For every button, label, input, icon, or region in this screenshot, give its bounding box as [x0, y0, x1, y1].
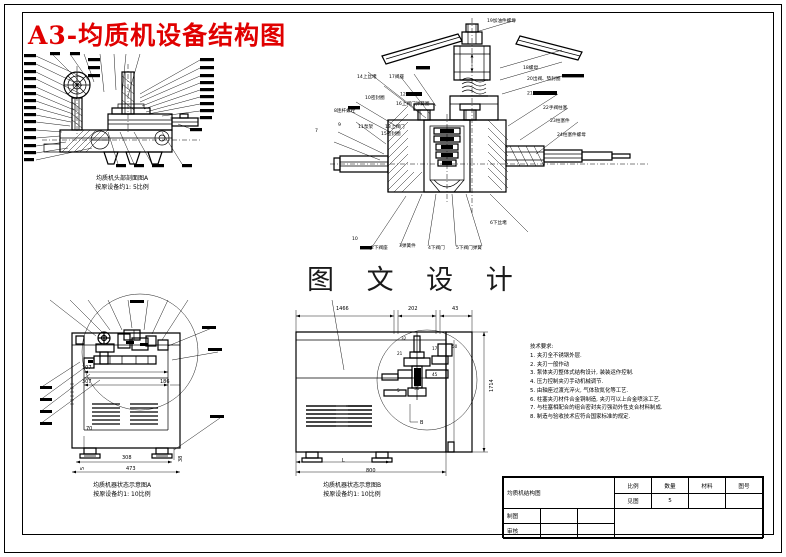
dim-detail-36: 36 [414, 386, 420, 391]
title-block-value-material [688, 493, 726, 509]
label-21: 21 [527, 91, 557, 97]
sheet-inner-border [22, 12, 774, 535]
label-23-plunger-part: 23柱塞件 [550, 119, 570, 124]
dim-front-5: 5 [80, 466, 86, 470]
label-14-upper-plug: 14上丝堵 [357, 75, 377, 80]
label-10-lower: 10 [352, 237, 358, 242]
dim-side-B: B [420, 420, 424, 426]
label-19-oiler-nut: 19加油件螺母 [487, 19, 516, 24]
label-7: 7 [315, 129, 318, 134]
label-5-lower-valve-spring: 5下阀门弹簧 [456, 246, 482, 251]
dim-front-70: 70 [86, 426, 93, 432]
label-20-outlet-seal: 20出阀、垫封圈 [527, 77, 561, 82]
caption-front-line1: 均质机器状态示意图A [92, 482, 152, 489]
tech-req-item-4: 4. 压力控制夹刃手动机械调节. [530, 379, 604, 385]
title-block-row-checker-label: 审核 [503, 523, 541, 539]
dim-side-202: 202 [408, 306, 418, 312]
label-11-pump-frame: 11泵架 [358, 125, 374, 130]
dim-side-800: 800 [366, 468, 376, 474]
label-17-valve-seat: 17阀座 [389, 75, 405, 80]
dim-front-473: 473 [126, 466, 136, 472]
label-4-lower-valve: 4下阀门 [428, 246, 445, 251]
tech-req-item-3: 3. 泵体夹刃整体式结构设计, 装装运作控制. [530, 370, 634, 377]
dim-side-1466: 1466 [336, 306, 349, 312]
dim-side-43: 43 [452, 306, 459, 312]
tech-req-item-6: 6. 柱塞夹刃材件合金铜制造, 夹刃可以上合金喷涂工艺. [530, 396, 661, 403]
view-head-section-detail [22, 52, 222, 172]
sheet-outer-border [4, 4, 782, 553]
title-block-value-quantity: 5 [651, 493, 689, 509]
dim-side-L: L [342, 458, 345, 464]
tech-req-item-8: 8. 制造与验收技术应符合国家标准的规定. [530, 414, 631, 420]
caption-head-section: 均质机头部剖面图A 按原设备约1: 5比例 [95, 174, 149, 192]
caption-front-view: 均质机器状态示意图A 按原设备约1: 10比例 [93, 481, 151, 499]
label-12: 12 [400, 92, 422, 98]
caption-head-line1: 均质机头部剖面图A [95, 175, 149, 182]
label-22-hand-valve-plunger: 22手阀柱塞 [543, 106, 568, 111]
dim-front-186: 186 [160, 379, 170, 385]
title-block-row-drafter-label: 制图 [503, 508, 541, 524]
label-8-connecting-bolt: 8连杆螺栓 [334, 109, 356, 114]
label-18-nut: 18螺母 [523, 66, 539, 71]
dim-front-308: 308 [122, 455, 132, 461]
dim-detail-32: 32 [401, 336, 407, 341]
view-main-cross-section [330, 14, 660, 264]
title-block-header-drawing-no: 图号 [725, 477, 763, 494]
caption-side-line1: 均质机器状态示意图B [322, 482, 382, 489]
dim-detail-17: 17 [432, 346, 438, 351]
title-block-value-scale: 见图 [614, 493, 652, 509]
page-title: A3-均质机设备结构图 [28, 21, 287, 50]
dim-detail-45: 45 [432, 372, 438, 377]
caption-side-line2: 按原设备约1: 10比例 [323, 491, 381, 498]
label-6-lower-plug: 6下丝堵 [490, 221, 507, 226]
title-block-row-drafter-v2 [577, 508, 615, 524]
title-block-row-checker-v2 [577, 523, 615, 539]
view-machine-front [39, 293, 240, 475]
tech-req-item-7: 7. 与柱塞相配合的组合密封夹刃强劲外性支合材料制成. [530, 405, 663, 412]
dim-detail-50: 50 [452, 344, 458, 349]
dim-front-307a: 307 [82, 365, 92, 371]
view-machine-side [272, 299, 502, 476]
technical-requirements: 技术要求: 1. 夹刃全不锈钢外层. 2. 夹刃一般作动 3. 泵体夹刃整体式结… [530, 343, 663, 422]
dim-detail-5: 5 [397, 388, 400, 393]
tech-req-item-1: 1. 夹刃全不锈钢外层. [530, 352, 582, 359]
dim-side-1714: 1714 [489, 379, 495, 392]
label-13-upper-valve: 13上阀门 [385, 125, 405, 130]
title-block: 均质机结构图 比例 数量 材料 图号 见图 5 制图 审核 [502, 476, 764, 539]
title-block-row-checker-v1 [540, 523, 578, 539]
tech-req-heading: 技术要求: [530, 344, 554, 350]
dim-detail-21: 21 [397, 351, 403, 356]
caption-head-line2: 按原设备约1: 5比例 [95, 184, 149, 191]
title-block-row-drafter-v1 [540, 508, 578, 524]
title-block-header-material: 材料 [688, 477, 726, 494]
caption-side-view: 均质机器状态示意图B 按原设备约1: 10比例 [323, 481, 381, 499]
tech-req-item-2: 2. 夹刃一般作动 [530, 361, 570, 368]
title-block-header-scale: 比例 [614, 477, 652, 494]
title-block-drawing-name: 均质机结构图 [503, 477, 615, 509]
label-10-seal-ring: 10密封圈 [365, 96, 385, 101]
tech-req-item-5: 5. 由轴座过渡光淬火, 气体软氮化等工艺. [530, 387, 629, 394]
title-block-notes-area [614, 508, 763, 539]
label-9: 9 [338, 123, 341, 128]
dim-front-307b: 307 [82, 379, 92, 385]
title-block-value-drawing-no [725, 493, 763, 509]
label-16-upper-valve-spring: 16上阀门弹簧圈 [396, 102, 430, 107]
label-24-plunger-nut: 24柱塞件螺母 [557, 133, 586, 138]
label-2-lower-valve-seat: 2下阀座 [371, 246, 388, 251]
dim-front-38: 38 [178, 455, 184, 462]
title-block-header-quantity: 数量 [651, 477, 689, 494]
caption-front-line2: 按原设备约1: 10比例 [93, 491, 151, 498]
watermark-text: 图 文 设 计 [307, 265, 525, 296]
label-3-spring-part: 3弹簧件 [399, 244, 416, 249]
label-15-seal-ring: 15密封圈 [381, 132, 401, 137]
